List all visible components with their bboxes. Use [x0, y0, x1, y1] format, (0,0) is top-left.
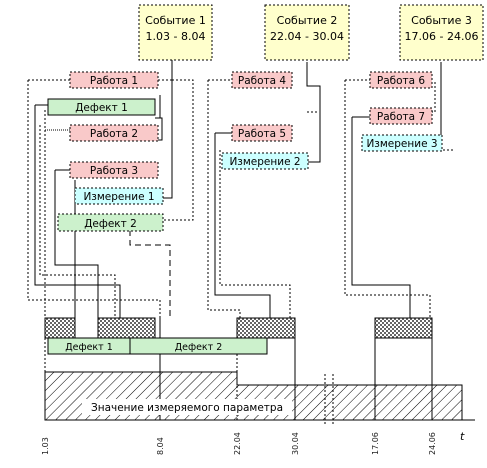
tick-label-2: 8.04 [156, 437, 165, 455]
work-5-box[interactable]: Работа 5 [231, 124, 293, 142]
parameter-area: Значение измеряемого параметра [44, 371, 463, 421]
work-3-label: Работа 3 [90, 165, 138, 177]
work-4-label: Работа 4 [238, 75, 287, 87]
work-7-label: Работа 7 [377, 111, 425, 123]
measurement-3-box[interactable]: Измерение 3 [361, 134, 443, 152]
work-1-box[interactable]: Работа 1 [69, 71, 159, 89]
work-6-label: Работа 6 [377, 75, 426, 87]
work-7-box[interactable]: Работа 7 [369, 107, 433, 125]
tick-label-5: 17.06 [371, 432, 380, 455]
tick-label-6: 24.06 [428, 432, 437, 455]
event-1-box[interactable]: Событие 1 1.03 - 8.04 [138, 4, 213, 61]
work-3-box[interactable]: Работа 3 [69, 161, 159, 179]
event-2-dates: 22.04 - 30.04 [270, 30, 344, 43]
event-1-dates: 1.03 - 8.04 [146, 30, 206, 43]
work-2-box[interactable]: Работа 2 [69, 124, 159, 142]
tick-label-4: 30.04 [291, 432, 300, 455]
work-4-box[interactable]: Работа 4 [231, 71, 293, 89]
defect-1-box[interactable]: Дефект 1 [47, 98, 156, 116]
measurement-3-label: Измерение 3 [366, 138, 437, 150]
defect-2-box[interactable]: Дефект 2 [57, 213, 164, 232]
measurement-2-box[interactable]: Измерение 2 [221, 152, 309, 170]
work-5-label: Работа 5 [238, 128, 286, 140]
measurement-2-label: Измерение 2 [229, 156, 300, 168]
work-1-label: Работа 1 [90, 75, 138, 87]
event-2-name: Событие 2 [277, 14, 338, 27]
parameter-label: Значение измеряемого параметра [91, 402, 283, 414]
defect-1-bar: Дефект 1 [47, 337, 131, 355]
work-2-label: Работа 2 [90, 128, 138, 140]
event-3-dates: 17.06 - 24.06 [405, 30, 479, 43]
event-2-box[interactable]: Событие 2 22.04 - 30.04 [264, 4, 350, 61]
defect-2-bar: Дефект 2 [129, 337, 268, 355]
event-1-name: Событие 1 [145, 14, 206, 27]
work-period-blocks [44, 317, 433, 339]
tick-labels: 1.03 8.04 22.04 30.04 17.06 24.06 [41, 432, 437, 455]
tick-label-3: 22.04 [233, 432, 242, 455]
work-6-box[interactable]: Работа 6 [369, 71, 433, 89]
measurement-1-label: Измерение 1 [83, 191, 154, 203]
defect-2-label: Дефект 2 [84, 218, 137, 230]
event-3-name: Событие 3 [411, 14, 472, 27]
defect-1-bar-label: Дефект 1 [65, 342, 113, 353]
measurement-1-box[interactable]: Измерение 1 [74, 187, 164, 205]
event-3-box[interactable]: Событие 3 17.06 - 24.06 [399, 4, 484, 61]
axis-label-t: t [460, 430, 465, 443]
defect-1-label: Дефект 1 [75, 102, 128, 114]
defect-2-bar-label: Дефект 2 [175, 342, 223, 353]
time-axis [45, 374, 475, 425]
tick-label-1: 1.03 [41, 437, 50, 455]
